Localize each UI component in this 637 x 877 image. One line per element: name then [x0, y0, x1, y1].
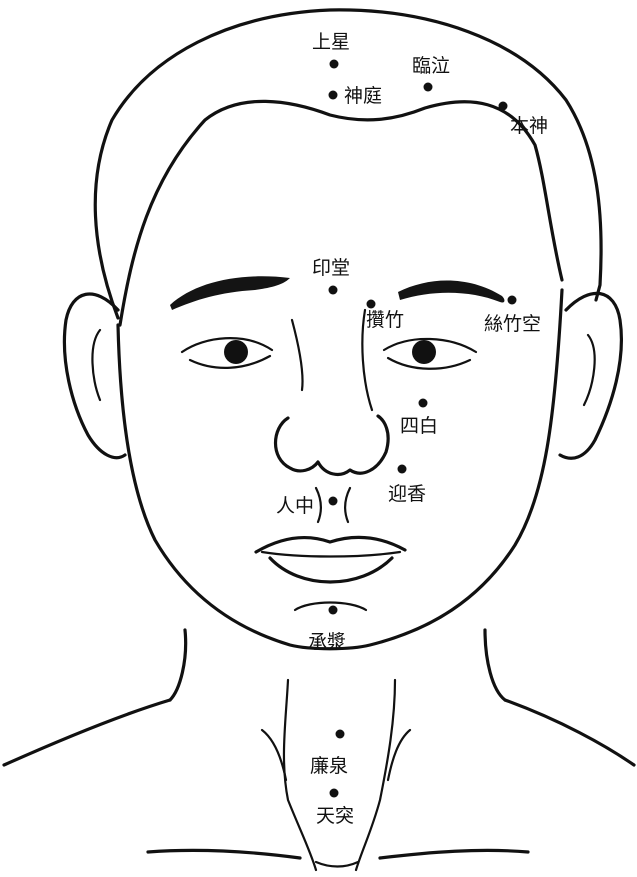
point-shenting-label: 神庭 — [344, 85, 382, 107]
point-linqi-dot — [424, 83, 433, 92]
nose-bottom — [276, 416, 389, 474]
hairline — [120, 101, 562, 325]
point-tiantu-dot — [330, 789, 339, 798]
right-eye-pupil — [412, 340, 436, 364]
point-zanzhu-dot — [367, 300, 376, 309]
right-ear-inner — [584, 335, 595, 405]
right-ear — [560, 293, 621, 458]
point-yintang-label: 印堂 — [312, 257, 350, 279]
shoulder-right — [505, 700, 634, 765]
left-ear-inner — [92, 330, 100, 400]
shoulder-left — [4, 700, 170, 765]
neck-right — [485, 630, 505, 700]
point-yintang-dot — [329, 286, 338, 295]
point-chengjiang-label: 承漿 — [308, 631, 346, 653]
point-renzhong-label: 人中 — [276, 495, 314, 517]
right-eyebrow — [398, 280, 504, 302]
point-benshen-label: 本神 — [510, 115, 548, 137]
nose-bridge-left — [292, 320, 303, 390]
point-shangxing-dot — [330, 60, 339, 69]
point-sibai-dot — [419, 399, 428, 408]
point-yingxiang-dot — [398, 465, 407, 474]
point-tiantu-label: 天突 — [316, 805, 354, 827]
suprasternal-notch — [316, 862, 358, 867]
point-sibai-label: 四白 — [400, 415, 438, 437]
point-renzhong-dot — [329, 497, 338, 506]
point-shenting-dot — [329, 91, 338, 100]
lower-lip — [270, 558, 392, 582]
point-sizhukong-dot — [508, 296, 517, 305]
point-sizhukong-label: 絲竹空 — [484, 313, 541, 335]
throat-fold-left — [262, 730, 286, 780]
point-benshen-dot — [499, 102, 508, 111]
philtrum-right — [345, 488, 350, 522]
face-outline — [118, 290, 562, 649]
philtrum-left — [316, 488, 321, 522]
point-linqi-label: 臨泣 — [412, 55, 450, 77]
point-lianquan-dot — [336, 730, 345, 739]
point-zanzhu-label: 攢竹 — [366, 309, 404, 331]
point-shangxing-label: 上星 — [312, 31, 350, 53]
clavicle-left — [148, 850, 300, 858]
upper-lip — [256, 537, 405, 552]
point-lianquan-label: 廉泉 — [310, 755, 348, 777]
clavicle-right — [380, 850, 528, 858]
point-chengjiang-dot — [329, 606, 338, 615]
neck-left — [170, 630, 186, 700]
left-eyebrow — [170, 276, 290, 310]
left-eye-pupil — [224, 340, 248, 364]
lip-line — [262, 552, 400, 557]
point-yingxiang-label: 迎香 — [388, 483, 426, 505]
